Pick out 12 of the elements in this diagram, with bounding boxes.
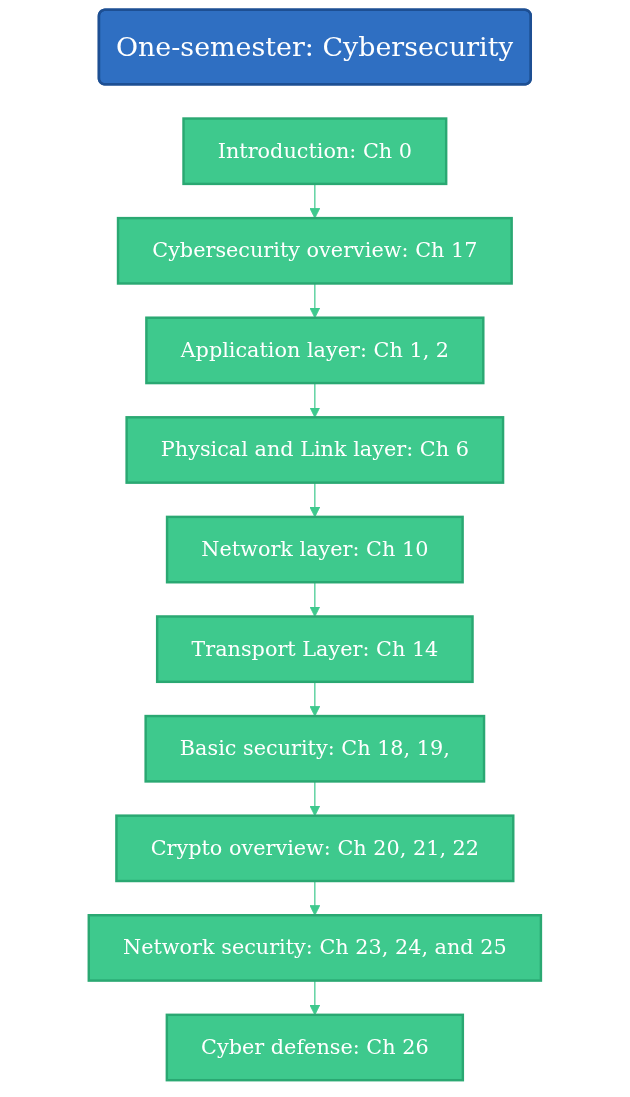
node-box: Network layer: Ch 10: [166, 515, 464, 584]
node-box: Application layer: Ch 1, 2: [145, 316, 485, 385]
arrow: [309, 681, 321, 717]
node-box: Basic security: Ch 18, 19,: [144, 714, 486, 783]
node-box: Crypto overview: Ch 20, 21, 22: [115, 814, 515, 883]
node-box: Introduction: Ch 0: [182, 117, 448, 186]
arrow: [309, 183, 321, 219]
node-box: Cyber defense: Ch 26: [165, 1013, 465, 1082]
node-box: Physical and Link layer: Ch 6: [125, 416, 505, 484]
node-box: Transport Layer: Ch 14: [156, 615, 474, 684]
node-box: Cybersecurity overview: Ch 17: [116, 216, 514, 285]
node-box: Network security: Ch 23, 24, and 25: [87, 914, 543, 982]
